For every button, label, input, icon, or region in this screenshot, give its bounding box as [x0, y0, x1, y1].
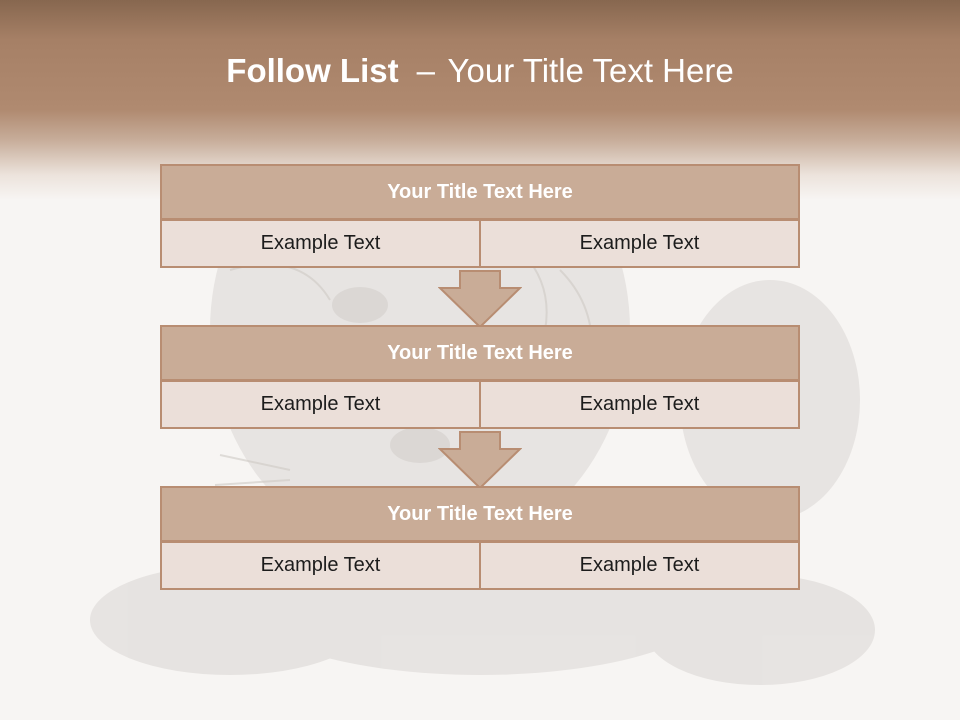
slide-title-bold: Follow List — [226, 52, 399, 89]
list-block-1: Your Title Text Here Example Text Exampl… — [160, 164, 800, 268]
list-block-2: Your Title Text Here Example Text Exampl… — [160, 325, 800, 429]
block-cell-right: Example Text — [479, 380, 800, 429]
slide-title-separator: – — [416, 52, 435, 89]
block-row: Example Text Example Text — [160, 541, 800, 590]
block-cell-right: Example Text — [479, 219, 800, 268]
slide-title: Follow List– Your Title Text Here — [0, 52, 960, 90]
block-cell-left: Example Text — [160, 380, 481, 429]
down-arrow-icon — [438, 270, 522, 329]
block-cell-left: Example Text — [160, 219, 481, 268]
slide-title-rest: Your Title Text Here — [447, 52, 734, 89]
block-heading: Your Title Text Here — [160, 164, 800, 220]
list-block-3: Your Title Text Here Example Text Exampl… — [160, 486, 800, 590]
down-arrow-icon — [438, 431, 522, 490]
block-heading: Your Title Text Here — [160, 486, 800, 542]
block-heading: Your Title Text Here — [160, 325, 800, 381]
block-row: Example Text Example Text — [160, 380, 800, 429]
block-cell-left: Example Text — [160, 541, 481, 590]
block-cell-right: Example Text — [479, 541, 800, 590]
block-row: Example Text Example Text — [160, 219, 800, 268]
